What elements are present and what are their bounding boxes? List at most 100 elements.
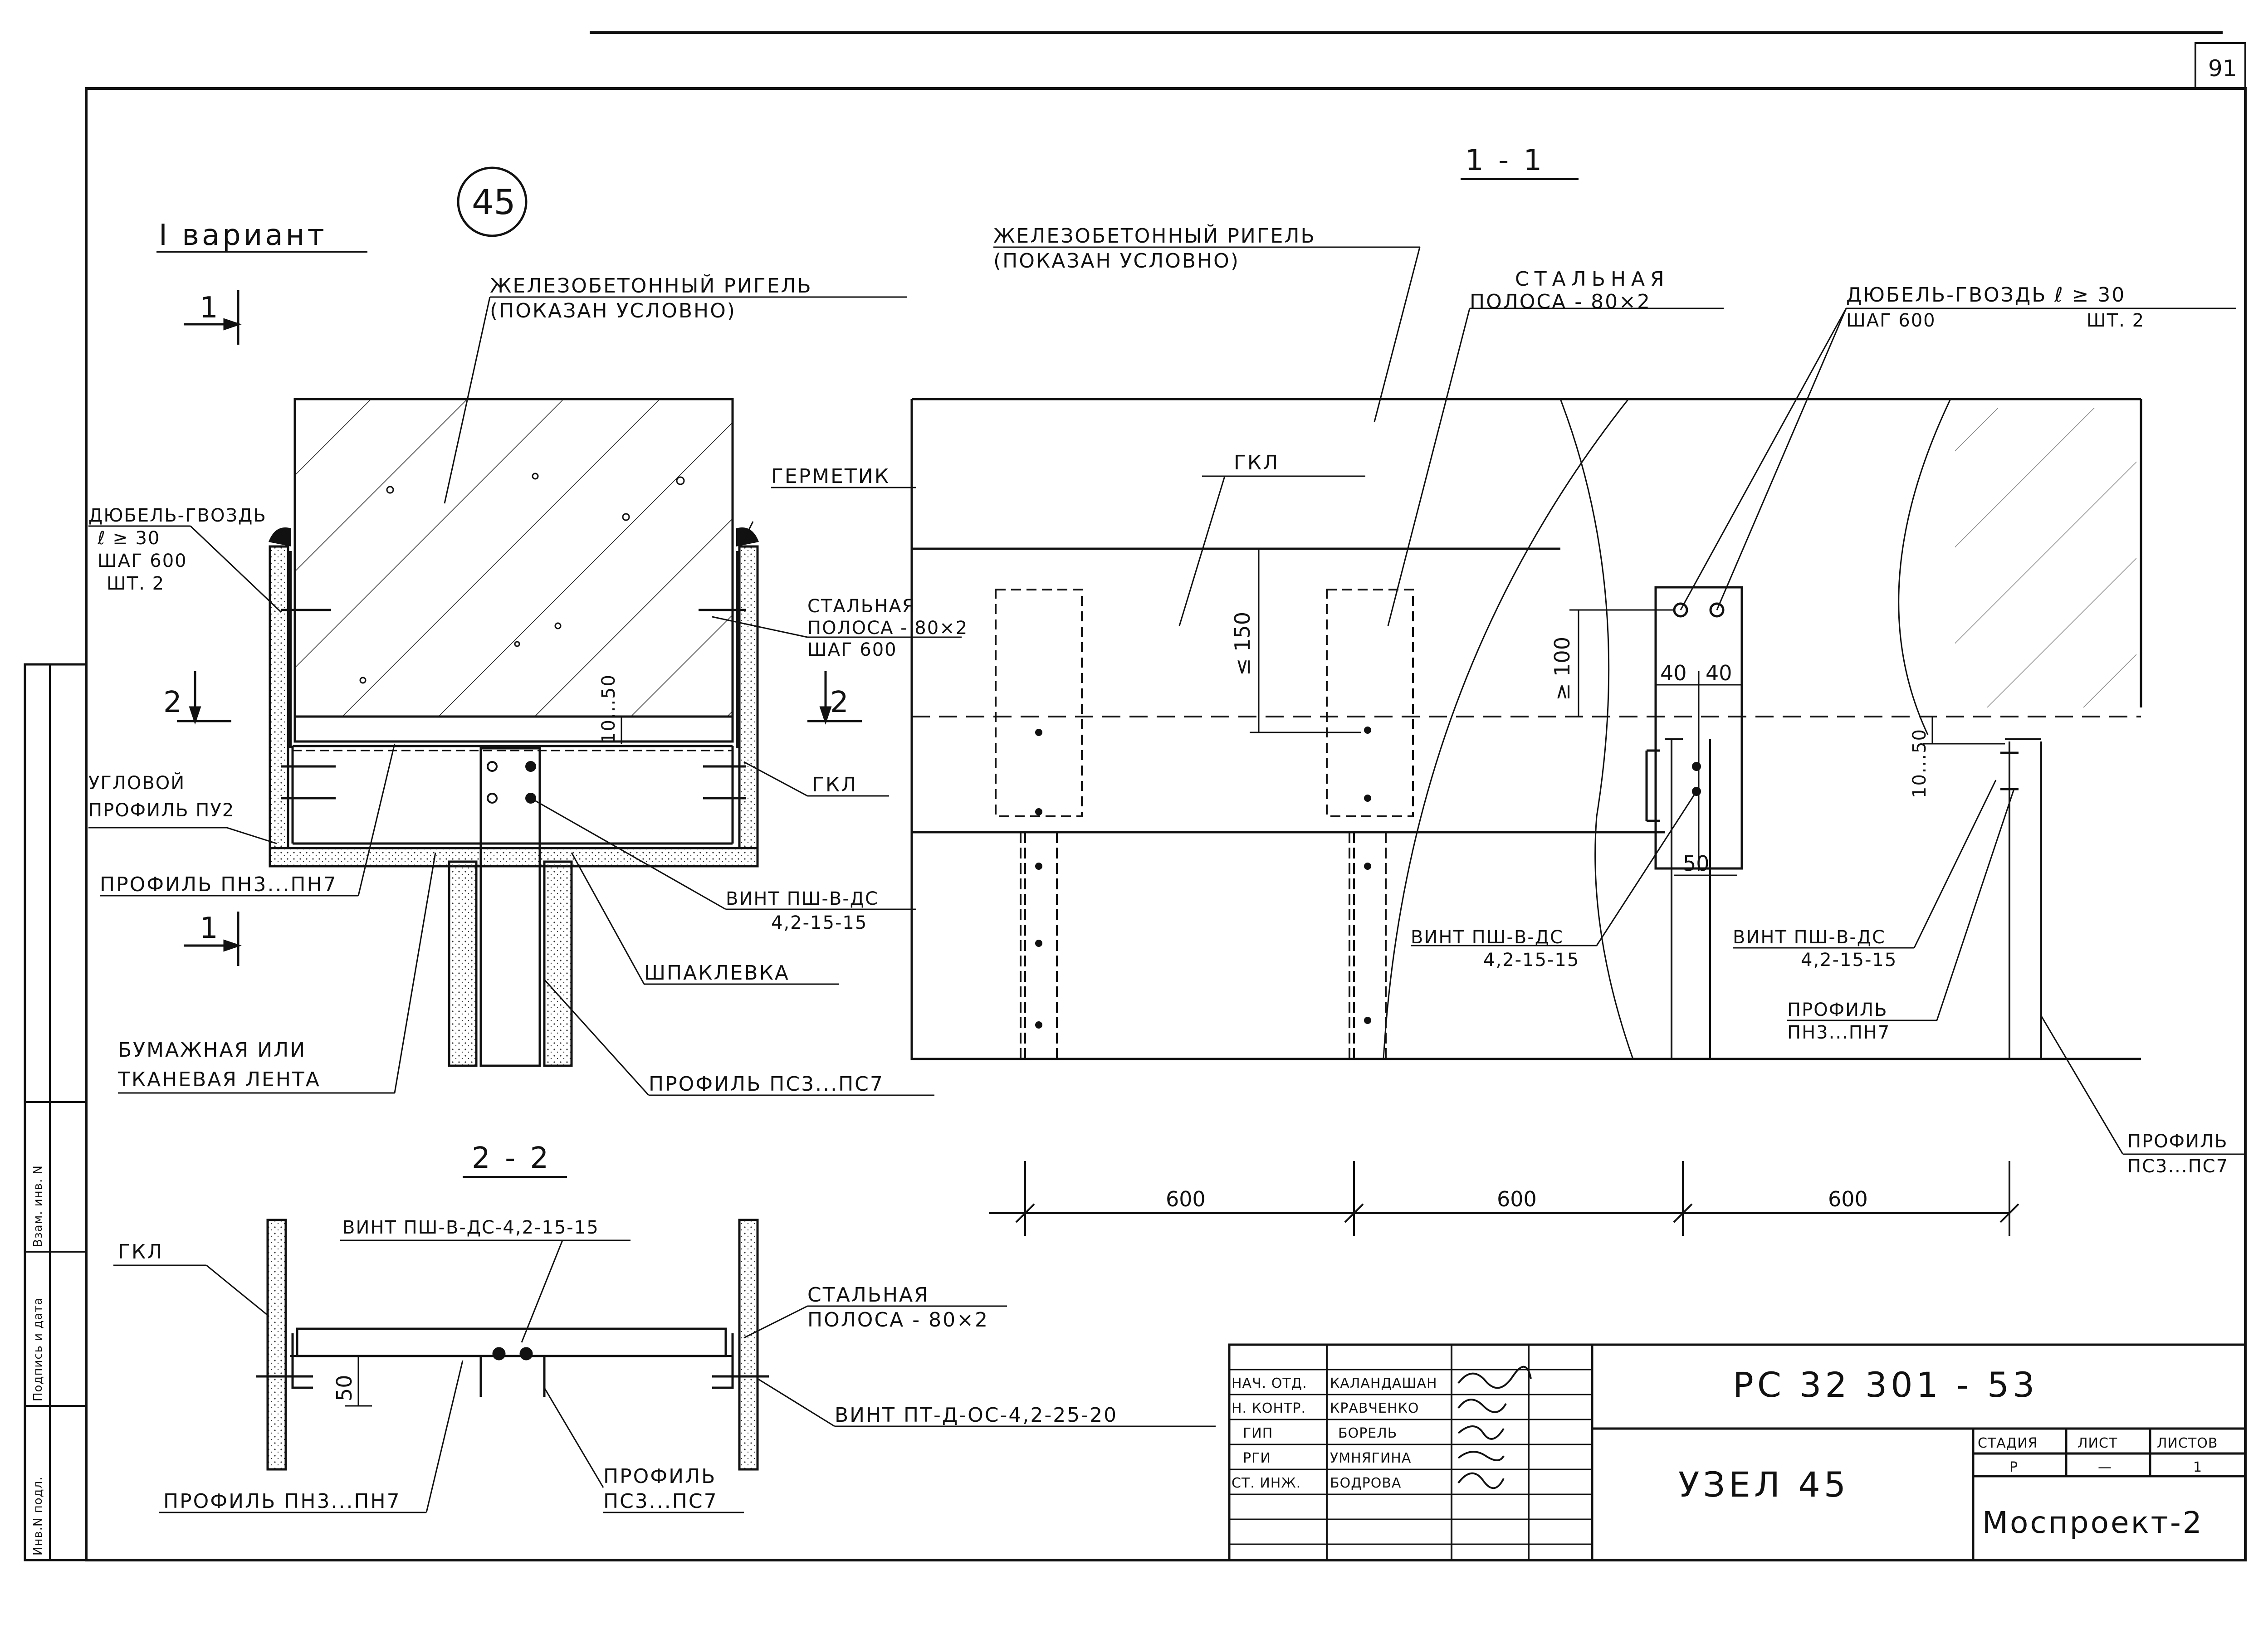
left-gap-dim-text: 10...50: [598, 674, 619, 744]
title-block: [1228, 1343, 2247, 1561]
s11-spacing-3: 600: [1828, 1187, 1868, 1211]
tb-signatures: [1457, 1366, 1532, 1489]
s11-corner-fasteners: [1645, 749, 2019, 822]
s22-screw-top-label: ВИНТ ПШ-В-ДС-4,2-15-15: [342, 1217, 599, 1238]
tb-sheets-value: 1: [2193, 1459, 2202, 1475]
s11-dim-150-text: ≤ 150: [1230, 612, 1255, 676]
section-mark-2-right-label: 2: [830, 686, 851, 719]
s11-screw-a-label-2: 4,2-15-15: [1483, 950, 1579, 971]
s11-beam-label-1: ЖЕЛЕЗОБЕТОННЫЙ РИГЕЛЬ: [993, 224, 1316, 248]
section-mark-2-right: [807, 671, 862, 725]
tb-node-name: УЗЕЛ 45: [1678, 1464, 1849, 1505]
left-sealant-label: ГЕРМЕТИК: [771, 465, 890, 488]
tb-role-1: НАЧ. ОТД.: [1232, 1375, 1307, 1391]
s11-screw-a-label-1: ВИНТ ПШ-В-ДС: [1411, 927, 1564, 948]
s22-gkl-panels: [266, 1219, 759, 1471]
s11-dim-40a-text: 40: [1660, 661, 1687, 685]
left-steel-strip: [289, 551, 738, 748]
tb-sheet-header: ЛИСТ: [2077, 1435, 2117, 1451]
left-gap-dim: [612, 716, 631, 744]
s11-pn-label-2: ПН3...ПН7: [1787, 1022, 1890, 1043]
tb-stage-header: СТАДИЯ: [1978, 1435, 2038, 1451]
left-strip-label-2: ПОЛОСА - 80×2: [807, 618, 968, 639]
section-mark-2-left: [177, 671, 231, 725]
tb-name-3: БОРЕЛЬ: [1338, 1425, 1397, 1441]
s11-dowel-label-1: ДЮБЕЛЬ-ГВОЗДЬ ℓ ≥ 30: [1846, 283, 2126, 307]
s11-leaders: [993, 246, 2245, 1155]
tb-role-3: ГИП: [1243, 1425, 1273, 1441]
tb-role-2: Н. КОНТР.: [1232, 1400, 1306, 1416]
left-gkl-label: ГКЛ: [812, 773, 857, 796]
s11-dowel-label-2: ШАГ 600: [1846, 310, 1936, 331]
s22-ps-label-2: ПС3...ПС7: [603, 1490, 718, 1513]
tb-role-4: РГИ: [1243, 1450, 1271, 1466]
s11-dim-100-text: ≥ 100: [1550, 637, 1574, 701]
left-corner-label-1: УГЛОВОЙ: [88, 772, 185, 794]
tb-sheet-value: —: [2098, 1459, 2112, 1475]
s11-studs: [1020, 738, 2042, 1059]
s11-beam-label-2: (ПОКАЗАН УСЛОВНО): [993, 249, 1240, 273]
left-ps-label: ПРОФИЛЬ ПС3...ПС7: [649, 1073, 884, 1096]
s22-leaders: [113, 1239, 1216, 1513]
left-screw-label-1: ВИНТ ПШ-В-ДС: [726, 888, 879, 909]
left-leaders: [88, 296, 962, 1096]
left-putty-label: ШПАКЛЕВКА: [644, 961, 790, 985]
tb-name-4: УМНЯГИНА: [1330, 1450, 1411, 1466]
left-pn-label: ПРОФИЛЬ ПН3...ПН7: [100, 873, 337, 896]
s22-profile: [256, 1327, 769, 1397]
s11-dim-50-text: 50: [1683, 851, 1710, 876]
s11-ps-label-2: ПС3...ПС7: [2127, 1156, 2229, 1177]
s11-dim-100: [1569, 609, 1674, 717]
tb-doc-code: РС 32 301 - 53: [1733, 1365, 2038, 1405]
left-tape-label-2: ТКАНЕВАЯ ЛЕНТА: [117, 1068, 321, 1091]
s11-strip-label-1: СТАЛЬНАЯ: [1515, 268, 1670, 291]
s11-spacing-dims: [989, 1161, 2019, 1236]
section-mark-1-bottom: [184, 912, 242, 966]
side-stamp-inv: Инв.N подл.: [31, 1476, 45, 1556]
s11-ps-label-1: ПРОФИЛЬ: [2127, 1131, 2228, 1152]
section-mark-1-top: [184, 290, 242, 345]
tb-role-5: СТ. ИНЖ.: [1232, 1475, 1301, 1491]
s11-dowel-label-3: ШТ. 2: [2087, 310, 2145, 331]
tb-name-2: КРАВЧЕНКО: [1330, 1400, 1419, 1416]
left-dowel-label-2: ℓ ≥ 30: [97, 528, 160, 549]
node-circle: 45: [457, 166, 528, 237]
s11-strip-plates: [995, 589, 1414, 817]
section-mark-1-top-label: 1: [200, 291, 221, 325]
tb-name-1: КАЛАНДАШАН: [1330, 1375, 1437, 1391]
left-tape-label-1: БУМАЖНАЯ ИЛИ: [118, 1039, 306, 1062]
left-beam-label-2: (ПОКАЗАН УСЛОВНО): [490, 299, 736, 322]
s22-strip-label-1: СТАЛЬНАЯ: [807, 1283, 929, 1307]
s11-dim-gap-text: 10...50: [1909, 728, 1930, 798]
sheet-number: 91: [2208, 55, 2237, 82]
s22-strip-label-2: ПОЛОСА - 80×2: [807, 1308, 989, 1332]
tb-organization: Моспроект-2: [1982, 1505, 2204, 1540]
tb-sheets-header: ЛИСТОВ: [2157, 1435, 2218, 1451]
left-dowel-label-3: ШАГ 600: [98, 551, 187, 571]
tb-stage-value: Р: [2009, 1459, 2018, 1475]
section-mark-2-left-label: 2: [163, 686, 185, 719]
s11-strip-label-2: ПОЛОСА - 80×2: [1470, 290, 1651, 313]
s22-gkl-label: ГКЛ: [118, 1240, 163, 1263]
s22-screw-pt-label: ВИНТ ПТ-Д-ОС-4,2-25-20: [835, 1404, 1118, 1427]
s11-screw-b-label-1: ВИНТ ПШ-В-ДС: [1733, 927, 1886, 948]
s11-screws: [1035, 727, 1701, 1029]
side-stamp-replace: Взам. инв. N: [31, 1165, 45, 1247]
variant-label: I вариант: [159, 219, 327, 252]
left-strip-label-1: СТАЛЬНАЯ: [807, 596, 915, 617]
s11-spacing-1: 600: [1166, 1187, 1206, 1211]
s11-dim-40: [1656, 671, 1742, 871]
section-22-title: 2 - 2: [472, 1141, 551, 1175]
s11-dim-150: [1250, 549, 1361, 733]
left-corner-label-2: ПРОФИЛЬ ПУ2: [88, 800, 235, 821]
section-11-title: 1 - 1: [1465, 144, 1545, 177]
left-pn-profile: [291, 745, 734, 845]
left-dowels: [281, 609, 746, 800]
s11-concrete-zone: [1955, 408, 2136, 707]
left-gkl-panels: [269, 527, 759, 868]
s22-dim-50: [345, 1356, 372, 1407]
s11-dim-gap: [1923, 717, 2005, 745]
left-dowel-label-1: ДЮБЕЛЬ-ГВОЗДЬ: [88, 505, 267, 526]
s11-pn-label-1: ПРОФИЛЬ: [1787, 1000, 1888, 1020]
